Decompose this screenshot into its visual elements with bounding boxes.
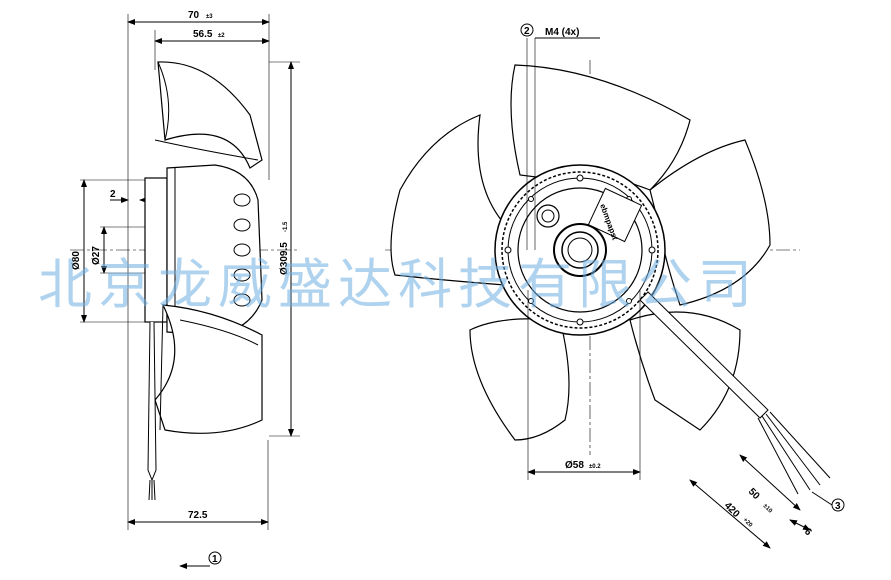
- dim-cable-420-tol: +20: [742, 517, 754, 529]
- dim-dia-80: Ø80: [71, 251, 82, 270]
- callout-1: 1: [212, 554, 218, 565]
- dim-dia-58-tol: ±0.2: [589, 464, 601, 470]
- dim-bottom-width: 72.5: [188, 510, 208, 521]
- dim-small-offset: 2: [110, 189, 116, 200]
- blade-left: [390, 114, 511, 286]
- callout-2: 2: [524, 26, 530, 37]
- front-view: [385, 23, 845, 549]
- dim-width-inner: 56.5: [193, 29, 213, 40]
- dim-cable-50-tol: ±10: [762, 503, 774, 515]
- dim-width-total-tol: ±3: [206, 14, 213, 20]
- thread-label: M4 (4x): [545, 27, 579, 38]
- dim-dia-27: Ø27: [91, 246, 102, 265]
- blade-right: [649, 139, 771, 306]
- dim-dia-fan-tol: -1.5: [283, 221, 289, 232]
- dim-cable-420: 420: [722, 500, 742, 520]
- dim-cable-50: 50: [746, 486, 762, 502]
- dim-dia-58: Ø58: [565, 460, 584, 471]
- dim-cable-6: 6: [802, 526, 814, 538]
- side-view: [70, 14, 300, 569]
- dim-width-total: 70: [188, 10, 200, 21]
- dim-width-inner-tol: ±2: [218, 33, 225, 39]
- callout-3: 3: [835, 501, 841, 512]
- dim-dia-fan: Ø309.5: [279, 242, 290, 275]
- blade-bottom: [469, 318, 570, 441]
